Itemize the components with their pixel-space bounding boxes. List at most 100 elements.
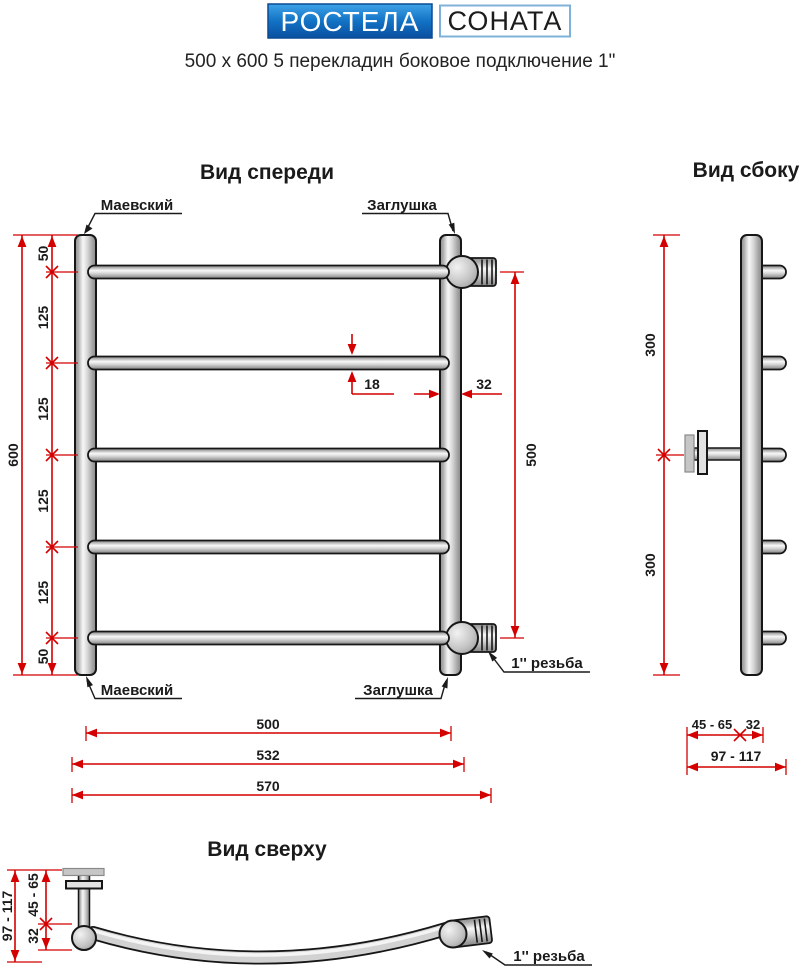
front-view: Вид спереди bbox=[5, 161, 590, 803]
dim-label-top-depth: 97 - 117 bbox=[0, 890, 15, 941]
dim-label-width500: 500 bbox=[256, 716, 280, 732]
dim-label-18: 18 bbox=[364, 376, 380, 392]
brand-logo-box bbox=[267, 3, 433, 39]
arrowhead-icon bbox=[440, 728, 451, 738]
arrowhead-icon bbox=[347, 344, 357, 355]
dim-label-seg2: 125 bbox=[35, 306, 51, 330]
dim-label-300-lower: 300 bbox=[642, 553, 658, 577]
curved-rung bbox=[71, 922, 453, 965]
dim-label-width570: 570 bbox=[256, 778, 280, 794]
dim-label-300-upper: 300 bbox=[642, 333, 658, 357]
arrowhead-icon bbox=[72, 759, 83, 769]
side-view-title: Вид сбоку bbox=[693, 159, 800, 182]
dim-label-seg1: 50 bbox=[35, 246, 51, 262]
side-riser-tube bbox=[740, 234, 763, 676]
dim-width-500: 500 bbox=[85, 716, 452, 741]
rung-2 bbox=[87, 355, 450, 371]
callout-plug-top: Заглушка bbox=[362, 197, 455, 234]
dim-side-depths: 45 - 65 32 97 - 117 bbox=[686, 717, 787, 775]
dim-label-top-bracket: 45 - 65 bbox=[25, 873, 41, 917]
brand-name: РОСТЕЛА bbox=[281, 6, 420, 37]
dim-label-seg3: 125 bbox=[35, 397, 51, 421]
dim-top-total-depth: 97 - 117 bbox=[0, 869, 62, 963]
arrowhead-icon bbox=[10, 871, 20, 882]
arrowhead-icon bbox=[659, 663, 669, 674]
leader-arrow-icon bbox=[441, 677, 448, 689]
rung-1 bbox=[87, 264, 450, 280]
bracket-locknut bbox=[697, 430, 708, 475]
dim-riser-diameter: 32 bbox=[414, 376, 502, 399]
rung-4 bbox=[87, 539, 450, 555]
arrowhead-icon bbox=[480, 790, 491, 800]
dim-segment-chain: 50 125 125 125 125 50 bbox=[35, 235, 78, 675]
leader-arrow-icon bbox=[448, 222, 455, 234]
front-view-title: Вид спереди bbox=[200, 161, 334, 184]
arrowhead-icon bbox=[752, 730, 763, 740]
callout-thread-front: 1'' резьба bbox=[488, 651, 590, 673]
series-logo-box bbox=[439, 4, 571, 38]
plug-label: Заглушка bbox=[363, 682, 433, 699]
air-valve-label: Маевский bbox=[101, 197, 174, 214]
callout-air-valve-top: Маевский bbox=[84, 197, 182, 234]
plug-label: Заглушка bbox=[367, 197, 437, 214]
arrowhead-icon bbox=[86, 728, 97, 738]
rung-3 bbox=[87, 447, 450, 463]
arrowhead-icon bbox=[510, 273, 520, 284]
leader-arrow-icon bbox=[86, 676, 93, 688]
callout-thread-top: 1'' резьба bbox=[482, 948, 592, 966]
dim-label-width532: 532 bbox=[256, 747, 280, 763]
top-side-fitting bbox=[445, 255, 497, 289]
wall-flange bbox=[684, 434, 695, 473]
arrowhead-icon bbox=[10, 950, 20, 961]
arrowhead-icon bbox=[72, 790, 83, 800]
dim-label-total-depth: 97 - 117 bbox=[711, 748, 762, 764]
dim-rung-diameter: 18 bbox=[347, 334, 394, 395]
arrowhead-icon bbox=[17, 663, 27, 674]
bracket-ball-joint bbox=[71, 925, 97, 951]
dim-width-570: 570 bbox=[71, 778, 492, 803]
dim-label-600: 600 bbox=[5, 443, 21, 467]
rung-5 bbox=[87, 630, 450, 646]
wall-bracket-side bbox=[684, 430, 743, 475]
callout-air-valve-bottom: Маевский bbox=[86, 676, 182, 700]
bottom-side-fitting bbox=[445, 621, 497, 655]
dim-label-tube-32: 32 bbox=[746, 717, 760, 732]
arrowhead-icon bbox=[453, 759, 464, 769]
dim-label-bracket-depth: 45 - 65 bbox=[692, 717, 732, 732]
dim-label-seg5: 125 bbox=[35, 581, 51, 605]
thread-label: 1'' резьба bbox=[513, 948, 585, 965]
arrowhead-icon bbox=[41, 871, 51, 882]
wall-bracket-top bbox=[62, 867, 105, 932]
air-valve-label: Маевский bbox=[101, 682, 174, 699]
wall-flange bbox=[62, 867, 105, 877]
brand-header: РОСТЕЛА СОНАТА 500 x 600 5 перекладин бо… bbox=[185, 3, 616, 72]
arrowhead-icon bbox=[429, 389, 440, 399]
arrowhead-icon bbox=[17, 236, 27, 247]
arrowhead-icon bbox=[687, 762, 698, 772]
top-view: Вид сверху 1'' резьба bbox=[0, 838, 592, 966]
side-view: Вид сбоку 300 300 bbox=[642, 159, 800, 775]
callout-plug-bottom: Заглушка bbox=[355, 677, 448, 700]
arrowhead-icon bbox=[510, 626, 520, 637]
dim-top-bracket-tube: 45 - 65 32 bbox=[25, 870, 72, 951]
arrowhead-icon bbox=[687, 730, 698, 740]
arrowhead-icon bbox=[775, 762, 786, 772]
dim-connection-span: 500 bbox=[500, 271, 539, 639]
arrowhead-icon bbox=[41, 938, 51, 949]
leader-arrow-icon bbox=[84, 224, 93, 234]
arrowhead-icon bbox=[47, 236, 57, 247]
dim-total-height: 600 bbox=[5, 234, 78, 676]
dim-label-top-32: 32 bbox=[25, 928, 41, 944]
dim-label-seg6: 50 bbox=[35, 649, 51, 665]
top-view-title: Вид сверху bbox=[207, 838, 327, 861]
leader-arrow-icon bbox=[488, 651, 498, 662]
dim-width-532: 532 bbox=[71, 747, 465, 772]
arrowhead-icon bbox=[659, 236, 669, 247]
product-subtitle: 500 x 600 5 перекладин боковое подключен… bbox=[185, 51, 616, 72]
arrowhead-icon bbox=[47, 663, 57, 674]
thread-label: 1'' резьба bbox=[511, 655, 583, 672]
dim-label-32: 32 bbox=[476, 376, 492, 392]
dim-side-300: 300 300 bbox=[642, 234, 684, 676]
dim-label-span500: 500 bbox=[523, 443, 539, 467]
